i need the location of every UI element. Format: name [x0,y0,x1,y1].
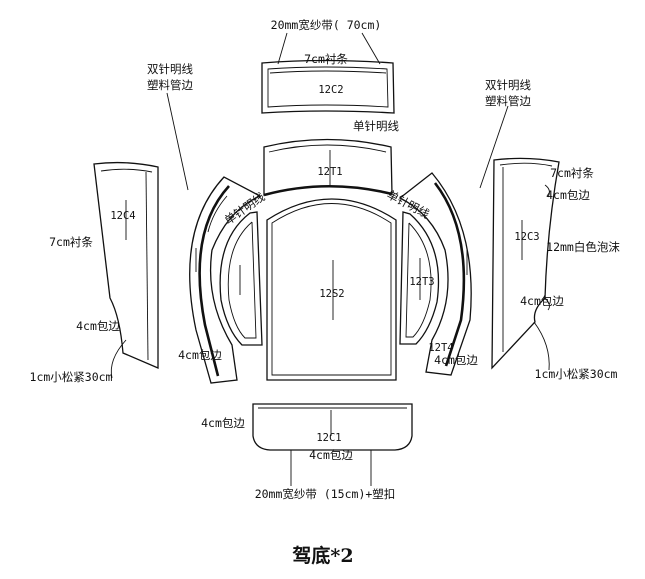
label-elastic-left: 1cm小松紧30cm [30,370,113,384]
leader-elastic-left [110,339,127,379]
label-elastic-right: 1cm小松紧30cm [535,367,618,381]
piece-label-12c1: 12C1 [316,432,341,444]
piece-label-12c3: 12C3 [514,231,539,243]
leader-top-tape-right [361,32,381,65]
label-binding-4cm-left-lower: 4cm包边 [178,348,222,362]
piece-label-12t4: 12T4 [428,342,453,354]
label-lining-7cm-left: 7cm衬条 [49,235,93,249]
leader-double-stitch-right [479,105,509,189]
leader-double-stitch-left [166,92,189,191]
leader-top-tape-left [277,32,288,65]
label-binding-4cm-right-top: 4cm包边 [546,188,590,202]
piece-label-12c2: 12C2 [318,84,343,96]
piece-label-12c4: 12C4 [110,210,135,222]
label-double-stitch-left-1: 双针明线 [147,62,193,76]
label-binding-4cm-left: 4cm包边 [76,319,120,333]
label-single-stitch-top: 单针明线 [353,119,399,133]
piece-12c4 [93,161,159,369]
label-double-stitch-left-2: 塑料管边 [147,78,193,92]
piece-12t3 [399,211,440,345]
label-bottom-tape: 20mm宽纱带 (15cm)+塑扣 [255,487,396,501]
label-lining-7cm-right: 7cm衬条 [550,166,594,180]
label-single-stitch-right: 单针明线 [385,187,433,221]
piece-12s2 [266,198,397,381]
leader-elastic-right [533,321,550,371]
label-single-stitch-left: 单针明线 [222,189,268,227]
label-lining-7cm-top: 7cm衬条 [304,52,348,66]
piece-12t1 [263,138,393,197]
leader-binding-right-top [544,184,550,198]
piece-label-12t3: 12T3 [409,276,434,288]
piece-12c1 [252,403,413,451]
label-binding-4cm-t4: 4cm包边 [434,353,478,367]
label-double-stitch-right-2: 塑料管边 [485,94,531,108]
label-top-tape: 20mm宽纱带( 70cm) [271,18,382,32]
diagram-caption: 驾底*2 [292,544,353,567]
label-binding-4cm-c1-bottom: 4cm包边 [309,448,353,462]
label-binding-4cm-c1-left: 4cm包边 [201,416,245,430]
leader-binding-right-mid [544,297,550,311]
label-double-stitch-right-1: 双针明线 [485,78,531,92]
piece-12c3 [491,157,560,370]
piece-label-12t1: 12T1 [317,166,342,178]
piece-12c2 [261,59,395,114]
label-binding-4cm-right-mid: 4cm包边 [520,294,564,308]
label-foam-12mm: 12mm白色泡沫 [546,240,620,254]
piece-label-12s2: 12S2 [319,288,344,300]
piece-left-bolster [189,176,262,384]
piece-left-inner [219,211,263,346]
piece-right-bolster [398,172,472,376]
